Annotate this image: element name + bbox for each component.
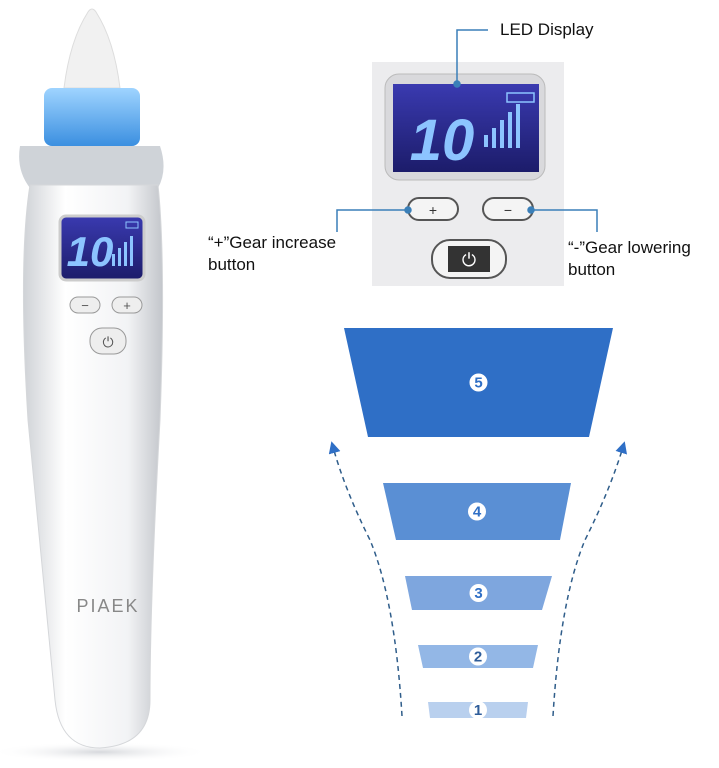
power-button[interactable]: ⏻ (89, 327, 127, 355)
svg-text:+: + (123, 298, 131, 313)
nasal-aspirator-device: 10 − + ⏻ PIAEK (0, 8, 210, 762)
svg-text:⏻: ⏻ (102, 334, 113, 350)
gear-level-badge (469, 373, 488, 392)
gear-level-badge (468, 502, 486, 521)
plus-button[interactable]: + (111, 296, 143, 314)
led-ring (44, 88, 140, 146)
gear-level-badge (469, 584, 488, 602)
gear-level-3: 3 (405, 576, 552, 610)
minus-button[interactable]: − (69, 296, 101, 314)
gear-level-1: 1 (428, 701, 528, 719)
device-body (22, 184, 164, 749)
plus-button-label: “+”Gear increase button (208, 232, 336, 276)
gear-level-4: 4 (383, 483, 571, 540)
closeup-minus-button[interactable]: − (482, 197, 534, 221)
closeup-plus-button[interactable]: + (407, 197, 459, 221)
minus-button-label: “-”Gear lowering button (568, 237, 691, 281)
device-lcd (58, 214, 146, 282)
control-panel-closeup: 10 + − ⏻ (372, 62, 564, 286)
svg-text:−: − (81, 298, 89, 313)
closeup-signal-bars-icon (484, 104, 520, 148)
gear-level-number: 2 (474, 649, 482, 666)
svg-text:10: 10 (410, 108, 475, 173)
minus-label-line1: “-”Gear lowering (568, 238, 691, 257)
gear-level-number: 1 (474, 702, 482, 719)
plus-label-line1: “+”Gear increase (208, 233, 337, 252)
gear-level-number: 5 (474, 375, 482, 392)
closeup-lcd (393, 84, 539, 172)
svg-text:−: − (504, 202, 512, 218)
gear-level-5: 5 (344, 328, 613, 437)
gear-level-badge (469, 701, 487, 719)
minus-label-line2: button (568, 260, 616, 279)
svg-text:⏻: ⏻ (462, 250, 476, 270)
closeup-power-button[interactable]: ⏻ (431, 239, 507, 279)
closeup-battery-icon (506, 92, 535, 103)
brand-logo: PIAEK (76, 596, 139, 616)
gear-level-number: 4 (473, 504, 482, 521)
silicone-tip (63, 8, 121, 89)
signal-bars-icon (112, 236, 133, 266)
gear-level-badge (469, 647, 487, 666)
plus-label-line2: button (208, 255, 256, 274)
gear-level-2: 2 (418, 645, 538, 668)
leader-lines (336, 29, 598, 232)
chrome-collar (19, 146, 164, 188)
svg-text:+: + (429, 202, 437, 218)
left-arrow (328, 441, 403, 717)
right-arrow (552, 441, 628, 717)
led-display-label: LED Display (500, 20, 594, 39)
gear-level-diagram: 1 2 3 4 5 (344, 328, 613, 719)
battery-icon (125, 221, 139, 229)
svg-text:10: 10 (67, 228, 114, 275)
gear-level-number: 3 (474, 585, 482, 602)
